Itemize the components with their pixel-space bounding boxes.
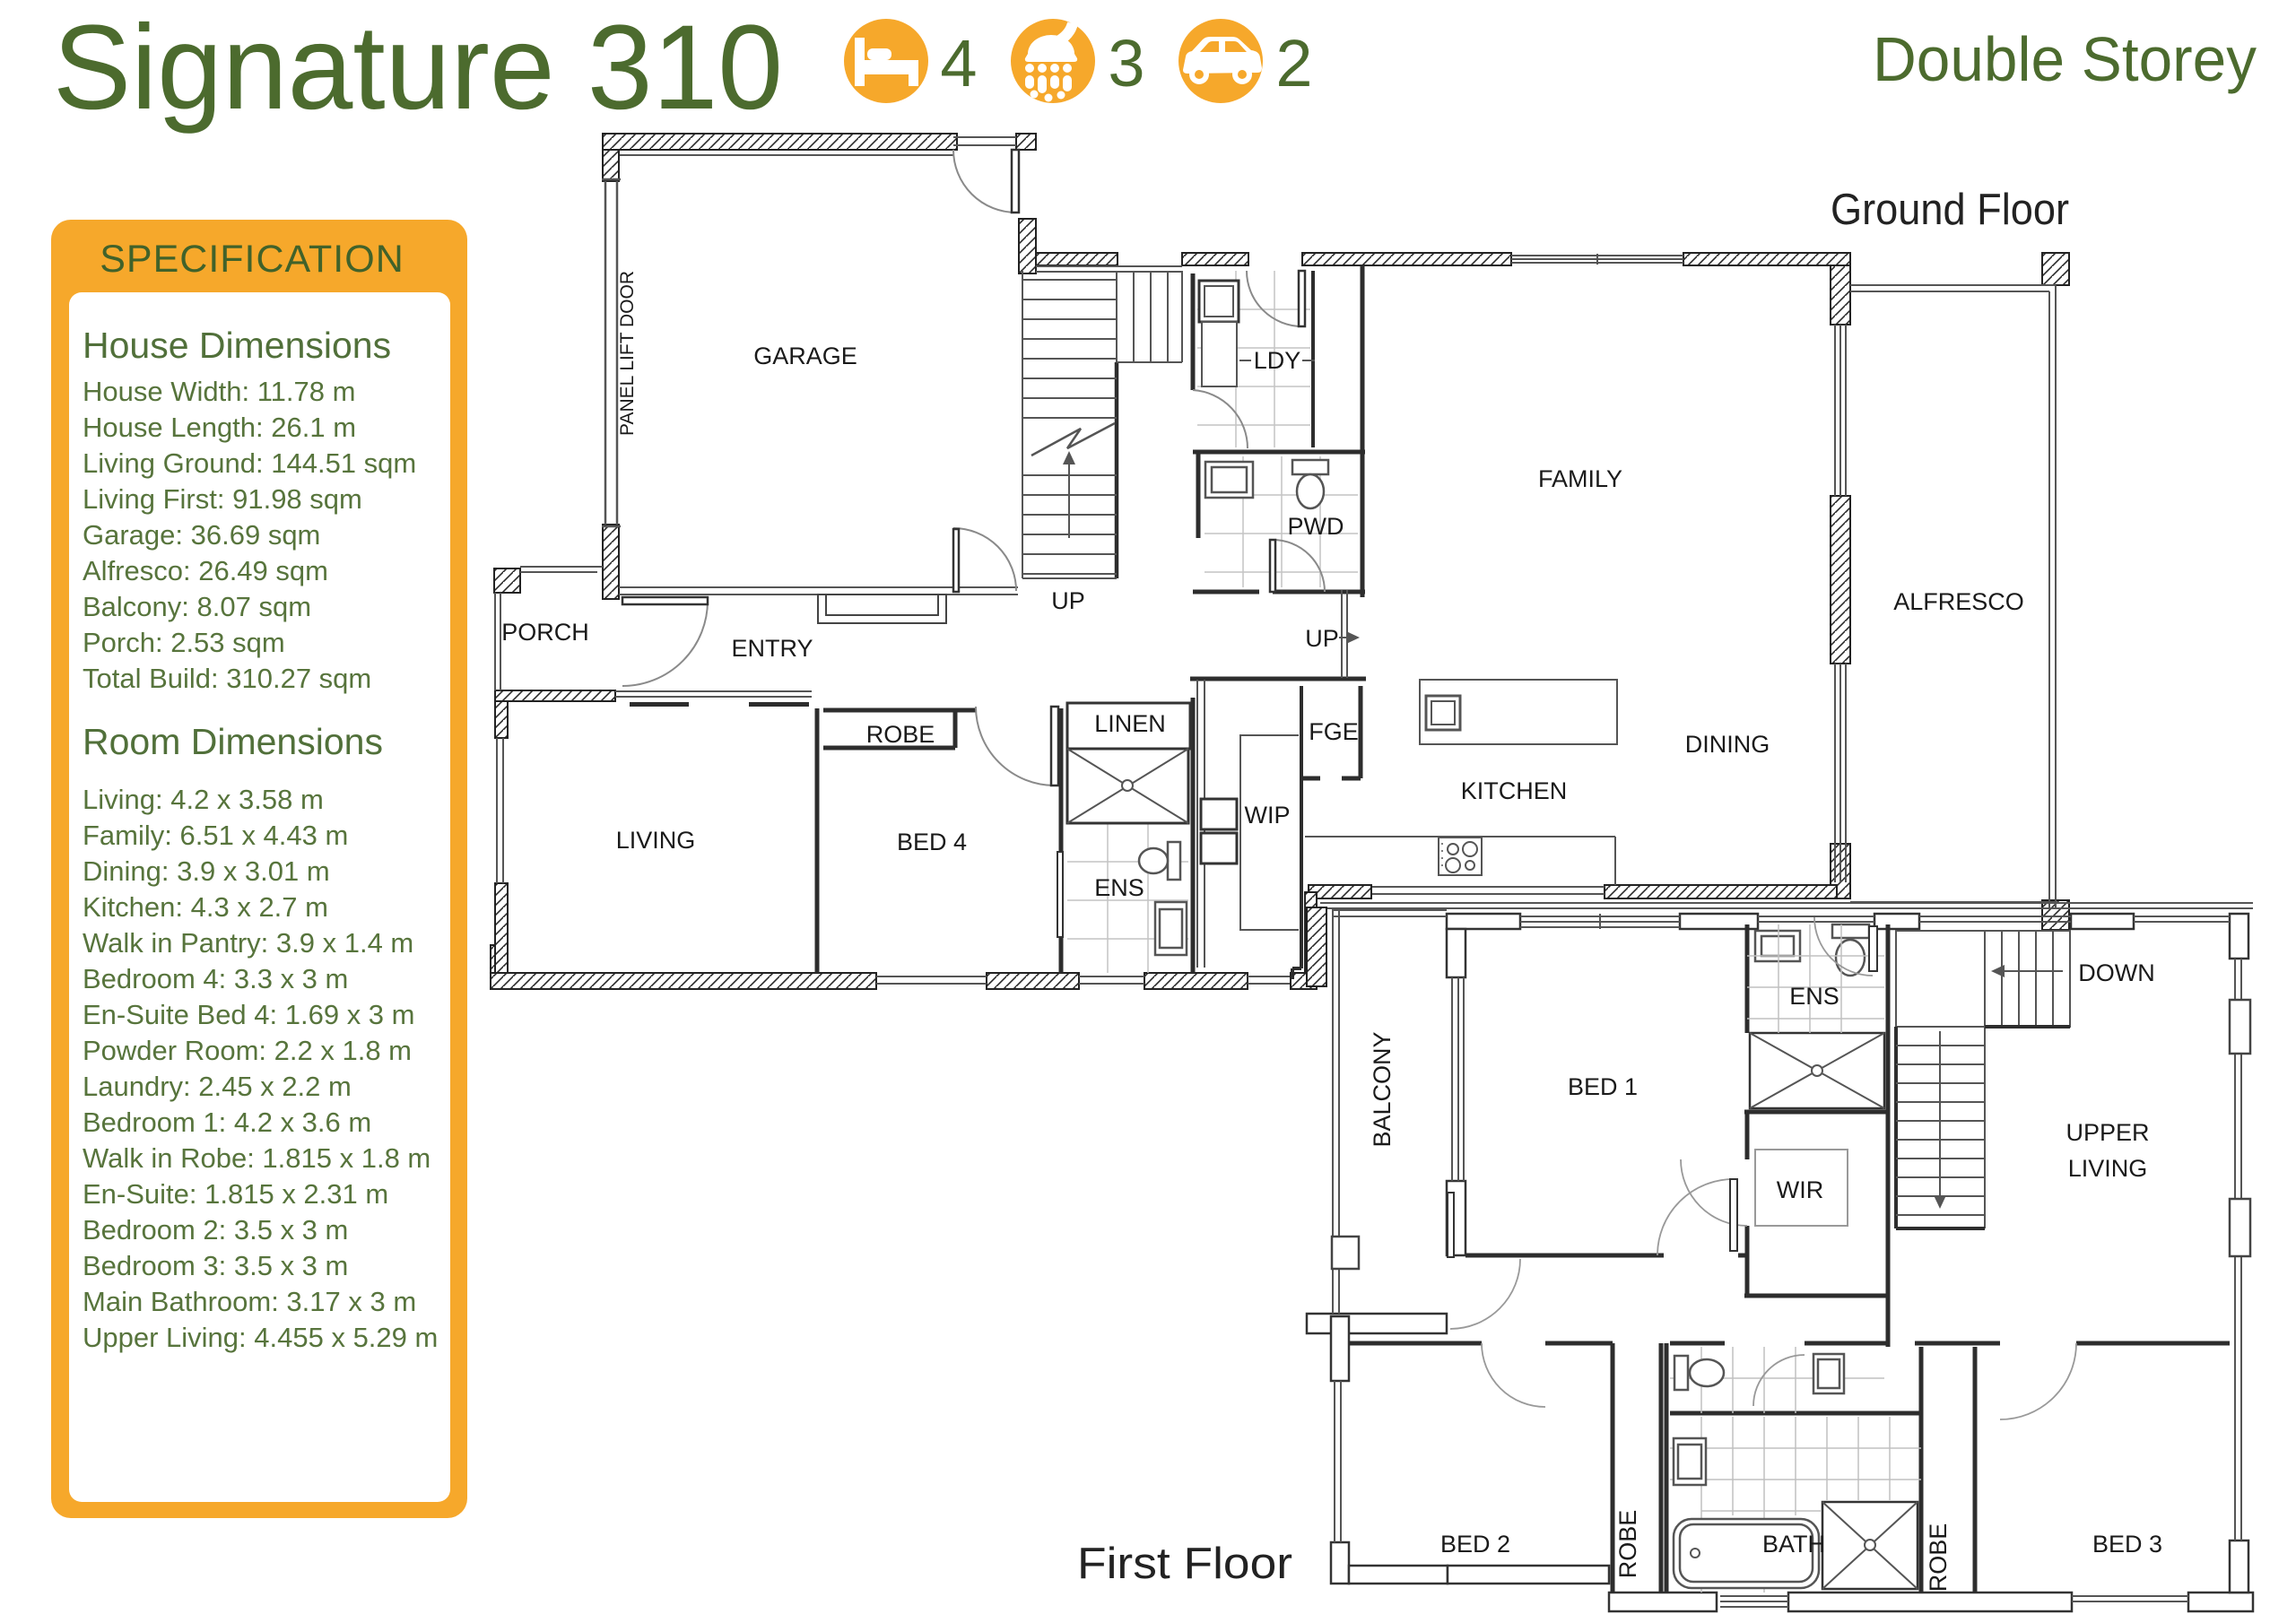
svg-text:FAMILY: FAMILY — [1538, 465, 1622, 492]
svg-text:KITCHEN: KITCHEN — [1461, 777, 1568, 804]
svg-text:LDY: LDY — [1254, 347, 1301, 374]
svg-text:Powder Room: 2.2 x 1.8 m: Powder Room: 2.2 x 1.8 m — [83, 1035, 412, 1066]
svg-text:3: 3 — [1108, 26, 1144, 100]
svg-text:UPPER: UPPER — [2066, 1119, 2149, 1146]
svg-text:PANEL LIFT DOOR: PANEL LIFT DOOR — [617, 271, 638, 436]
svg-text:PWD: PWD — [1288, 513, 1344, 540]
svg-text:Upper Living: 4.455 x 5.29 m: Upper Living: 4.455 x 5.29 m — [83, 1322, 438, 1353]
svg-text:DOWN: DOWN — [2078, 959, 2154, 986]
svg-text:ROBE: ROBE — [1925, 1523, 1952, 1593]
svg-text:Alfresco: 26.49 sqm: Alfresco: 26.49 sqm — [83, 555, 328, 586]
svg-text:House Width: 11.78 m: House Width: 11.78 m — [83, 376, 355, 407]
svg-text:Bedroom 4: 3.3 x 3 m: Bedroom 4: 3.3 x 3 m — [83, 963, 348, 994]
svg-text:LIVING: LIVING — [2068, 1155, 2148, 1182]
svg-text:ENS: ENS — [1789, 983, 1839, 1010]
svg-text:ENS: ENS — [1094, 874, 1144, 901]
svg-text:Bedroom 3: 3.5 x 3 m: Bedroom 3: 3.5 x 3 m — [83, 1250, 348, 1281]
svg-text:First Floor: First Floor — [1077, 1540, 1292, 1588]
svg-text:House Dimensions: House Dimensions — [83, 325, 391, 366]
svg-text:Family: 6.51 x 4.43 m: Family: 6.51 x 4.43 m — [83, 820, 348, 851]
svg-text:LINEN: LINEN — [1094, 710, 1166, 737]
svg-text:BED 2: BED 2 — [1440, 1531, 1510, 1558]
svg-text:Signature 310: Signature 310 — [53, 1, 783, 135]
svg-text:UP: UP — [1051, 587, 1085, 614]
svg-text:ROBE: ROBE — [1614, 1510, 1641, 1579]
svg-text:BED 1: BED 1 — [1568, 1073, 1638, 1100]
svg-text:ALFRESCO: ALFRESCO — [1893, 588, 2024, 615]
svg-text:UP: UP — [1305, 625, 1339, 652]
svg-text:WIP: WIP — [1245, 802, 1291, 829]
svg-text:WIR: WIR — [1777, 1176, 1823, 1203]
svg-text:Living: 4.2 x 3.58 m: Living: 4.2 x 3.58 m — [83, 784, 324, 815]
svg-text:Balcony: 8.07 sqm: Balcony: 8.07 sqm — [83, 591, 311, 622]
svg-text:4: 4 — [940, 26, 977, 100]
svg-text:2: 2 — [1275, 26, 1312, 100]
svg-text:En-Suite Bed 4: 1.69 x 3 m: En-Suite Bed 4: 1.69 x 3 m — [83, 999, 415, 1030]
svg-text:Dining: 3.9 x 3.01 m: Dining: 3.9 x 3.01 m — [83, 855, 330, 887]
svg-text:Double Storey: Double Storey — [1873, 24, 2257, 94]
svg-text:House Length: 26.1 m: House Length: 26.1 m — [83, 412, 356, 443]
svg-text:En-Suite: 1.815 x 2.31 m: En-Suite: 1.815 x 2.31 m — [83, 1178, 388, 1210]
svg-text:GARAGE: GARAGE — [753, 343, 857, 369]
svg-text:FGE: FGE — [1309, 718, 1359, 745]
svg-text:BED 4: BED 4 — [897, 829, 967, 855]
svg-text:Kitchen: 4.3 x 2.7 m: Kitchen: 4.3 x 2.7 m — [83, 891, 328, 923]
svg-text:LIVING: LIVING — [616, 827, 696, 854]
svg-text:Main Bathroom: 3.17 x 3 m: Main Bathroom: 3.17 x 3 m — [83, 1286, 416, 1317]
svg-text:Porch: 2.53 sqm: Porch: 2.53 sqm — [83, 627, 285, 658]
svg-text:ENTRY: ENTRY — [731, 635, 813, 662]
svg-text:Bedroom 2: 3.5 x 3 m: Bedroom 2: 3.5 x 3 m — [83, 1214, 348, 1245]
svg-text:Garage: 36.69 sqm: Garage: 36.69 sqm — [83, 519, 320, 551]
svg-text:Laundry: 2.45 x 2.2 m: Laundry: 2.45 x 2.2 m — [83, 1071, 352, 1102]
svg-text:Living Ground: 144.51 sqm: Living Ground: 144.51 sqm — [83, 447, 416, 479]
svg-text:Total Build: 310.27 sqm: Total Build: 310.27 sqm — [83, 663, 371, 694]
svg-text:Room Dimensions: Room Dimensions — [83, 721, 383, 762]
svg-text:Walk in Pantry: 3.9 x 1.4 m: Walk in Pantry: 3.9 x 1.4 m — [83, 927, 413, 959]
svg-text:SPECIFICATION: SPECIFICATION — [100, 238, 404, 281]
svg-text:PORCH: PORCH — [501, 619, 589, 646]
svg-text:DINING: DINING — [1685, 731, 1770, 758]
svg-text:Ground Floor: Ground Floor — [1831, 186, 2069, 234]
svg-text:ROBE: ROBE — [866, 721, 935, 748]
svg-text:BATH: BATH — [1762, 1531, 1825, 1558]
svg-text:Living First: 91.98 sqm: Living First: 91.98 sqm — [83, 483, 362, 515]
svg-text:Bedroom 1: 4.2 x 3.6 m: Bedroom 1: 4.2 x 3.6 m — [83, 1107, 371, 1138]
svg-text:BALCONY: BALCONY — [1369, 1031, 1396, 1147]
svg-text:Walk in Robe: 1.815 x 1.8 m: Walk in Robe: 1.815 x 1.8 m — [83, 1142, 430, 1174]
svg-text:BED 3: BED 3 — [2092, 1531, 2162, 1558]
